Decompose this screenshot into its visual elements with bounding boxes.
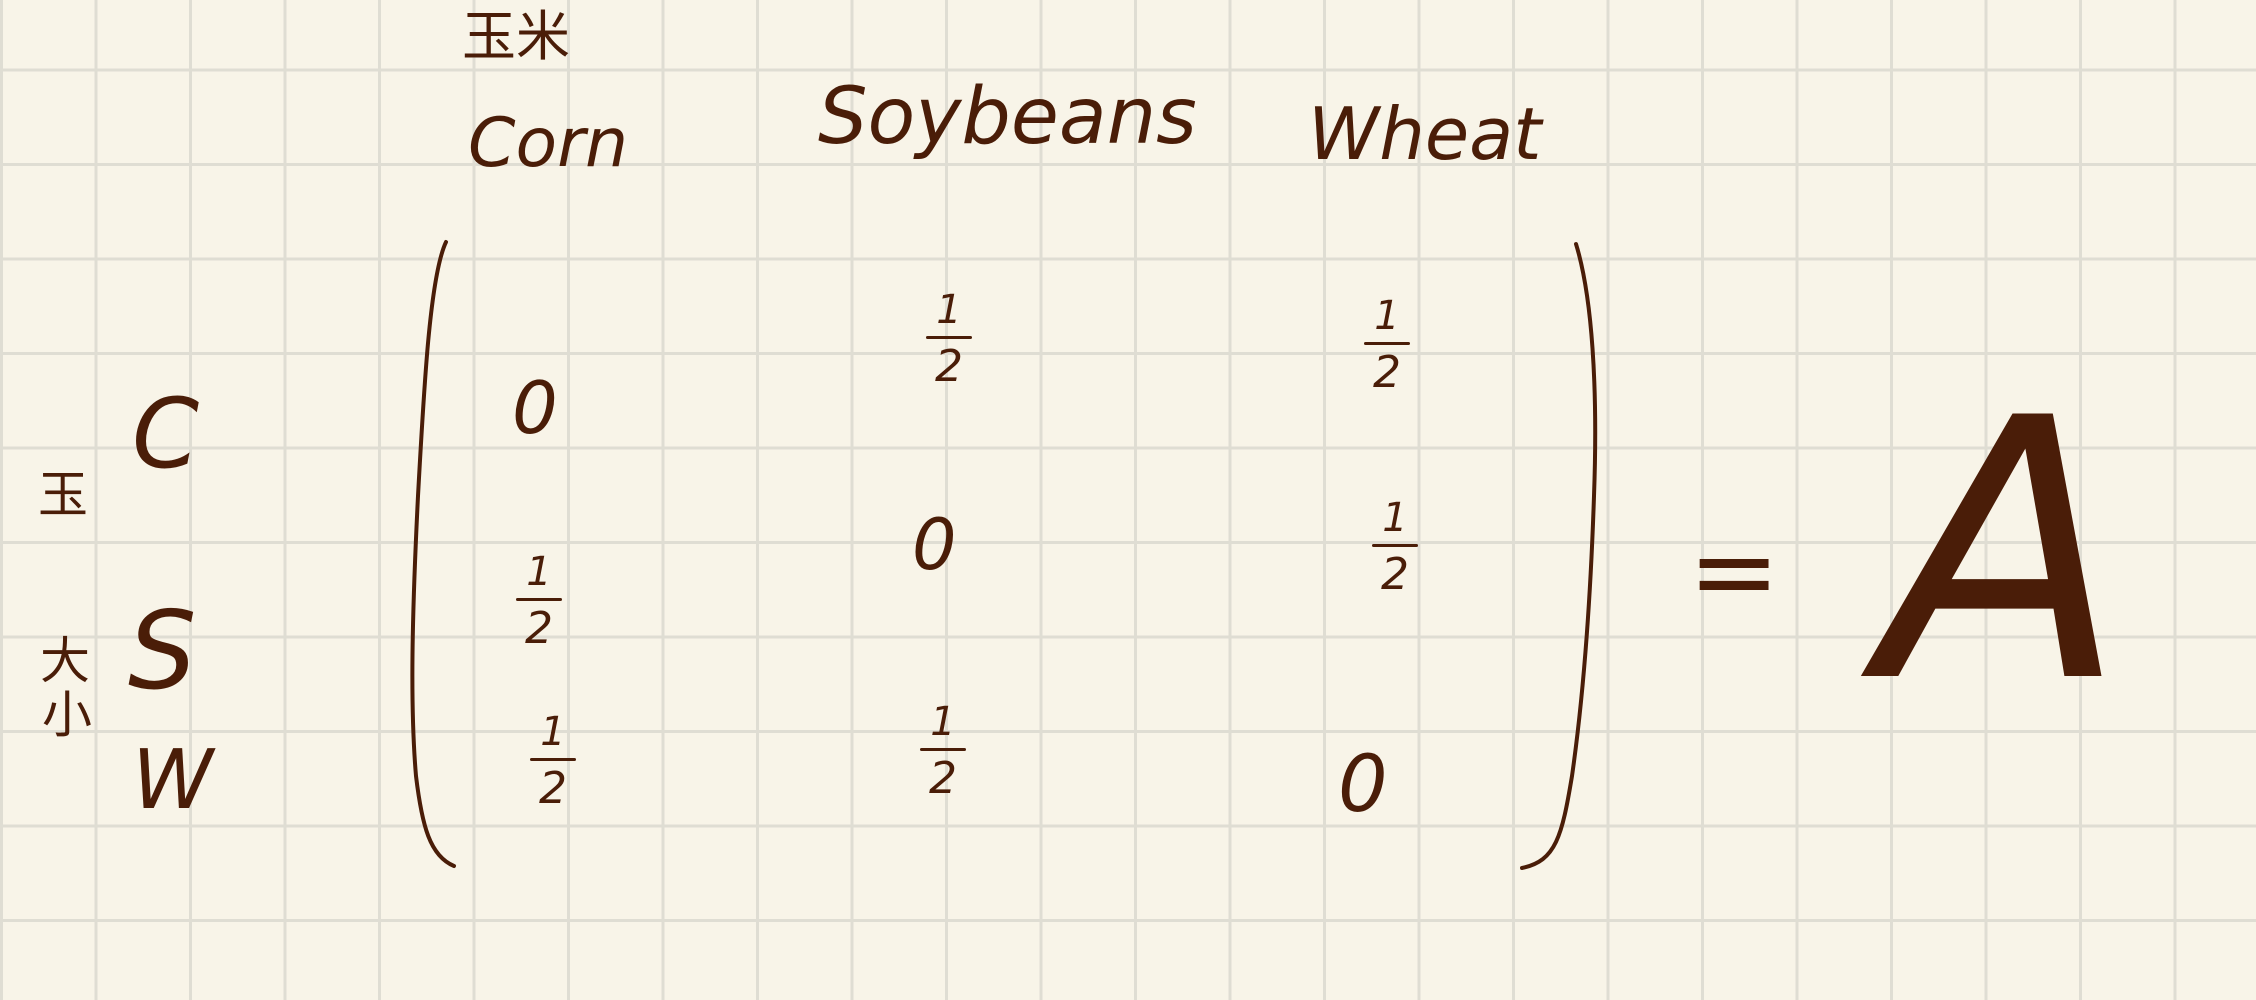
row-label-soybeans: S — [128, 589, 197, 714]
corn-header: Corn — [468, 104, 629, 183]
soybeans-header: Soybeans — [818, 72, 1197, 162]
fraction-bar — [516, 598, 562, 601]
matrix-cell-r2-c2: 0 — [912, 504, 957, 586]
equals-sign: = — [1688, 507, 1781, 635]
row-label-corn-chinese: 玉 — [38, 466, 88, 524]
fraction-denominator: 2 — [539, 763, 567, 814]
fraction-numerator: 1 — [526, 549, 552, 595]
result-matrix-label: A — [1880, 342, 2127, 761]
fraction-numerator: 1 — [540, 709, 566, 755]
fraction-denominator: 2 — [1373, 347, 1401, 398]
fraction-denominator: 2 — [1381, 549, 1409, 600]
row-label-wheat-chinese: 小 — [42, 686, 92, 744]
matrix-cell-r1-c2: 1 2 — [914, 290, 984, 389]
fraction-denominator: 2 — [525, 603, 553, 654]
fraction-bar — [530, 758, 576, 761]
matrix-cell-r1-c1: 0 — [512, 366, 558, 450]
fraction-bar — [1372, 544, 1418, 547]
corn-header-chinese: 玉米 — [462, 5, 570, 68]
matrix-cell-r3-c3: 0 — [1338, 740, 1388, 830]
row-label-soybeans-chinese: 大 — [40, 632, 90, 690]
matrix-left-bracket — [410, 240, 456, 868]
fraction-numerator: 1 — [930, 699, 956, 745]
matrix-cell-r3-c2: 1 2 — [908, 702, 978, 801]
fraction-denominator: 2 — [929, 753, 957, 804]
matrix-cell-r1-c3: 1 2 — [1352, 296, 1422, 395]
fraction-numerator: 1 — [1382, 495, 1408, 541]
matrix-cell-r3-c1: 1 2 — [518, 712, 588, 811]
fraction-denominator: 2 — [935, 341, 963, 392]
wheat-header: Wheat — [1308, 92, 1542, 176]
fraction-numerator: 1 — [936, 287, 962, 333]
row-label-wheat: W — [132, 733, 214, 828]
row-label-corn: C — [132, 378, 200, 490]
matrix-cell-r2-c1: 1 2 — [504, 552, 574, 651]
fraction-numerator: 1 — [1374, 293, 1400, 339]
fraction-bar — [1364, 342, 1410, 345]
fraction-bar — [920, 748, 966, 751]
matrix-right-bracket — [1520, 242, 1598, 870]
matrix-cell-r2-c3: 1 2 — [1360, 498, 1430, 597]
fraction-bar — [926, 336, 972, 339]
